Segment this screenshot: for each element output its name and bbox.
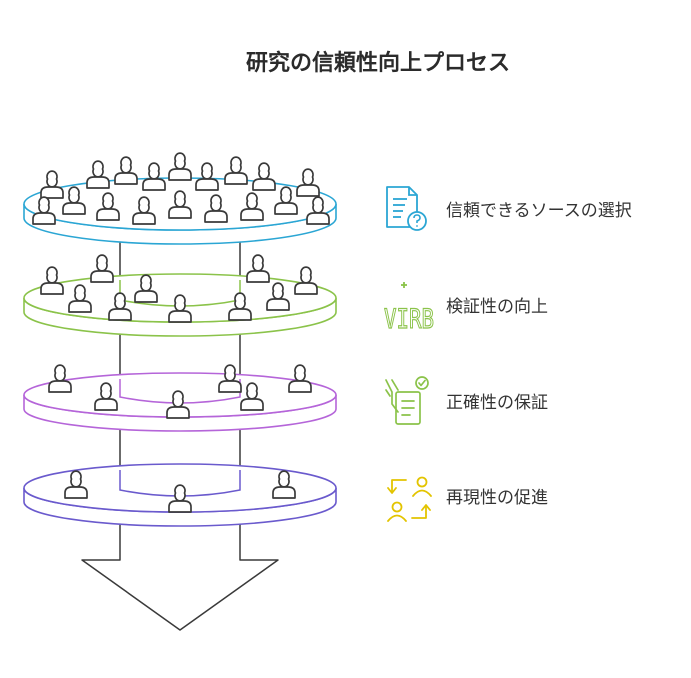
disk-level-2 xyxy=(23,254,337,337)
person-icon xyxy=(40,266,64,295)
document-question-icon xyxy=(386,186,427,231)
person-icon xyxy=(240,382,264,411)
person-icon xyxy=(96,192,120,221)
person-icon xyxy=(168,484,192,513)
person-icon xyxy=(108,292,132,321)
step-label-3: 正確性の保証 xyxy=(446,393,548,413)
disk-level-1 xyxy=(23,152,337,245)
step-label-4: 再現性の促進 xyxy=(446,488,548,508)
step-row-1: 信頼できるソースの選択 xyxy=(386,186,632,231)
disk-stack xyxy=(23,152,337,527)
person-icon xyxy=(252,162,276,191)
person-icon xyxy=(132,196,156,225)
person-icon xyxy=(142,162,166,191)
person-icon xyxy=(272,470,296,499)
person-icon xyxy=(40,170,64,199)
person-icon xyxy=(306,196,330,225)
person-icon xyxy=(64,470,88,499)
person-icon xyxy=(228,292,252,321)
person-icon xyxy=(166,390,190,419)
person-icon xyxy=(195,162,219,191)
person-icon xyxy=(288,364,312,393)
step-label-2: 検証性の向上 xyxy=(446,297,548,317)
person-icon xyxy=(168,294,192,323)
step-label-1: 信頼できるソースの選択 xyxy=(446,201,632,221)
person-icon xyxy=(114,156,138,185)
person-icon xyxy=(240,192,264,221)
step-row-2: VIRB 検証性の向上 xyxy=(383,282,548,336)
person-icon xyxy=(68,284,92,313)
checklist-hand-icon xyxy=(385,376,429,425)
person-icon xyxy=(266,282,290,311)
disk-level-3 xyxy=(23,364,337,432)
person-icon xyxy=(32,196,56,225)
person-icon xyxy=(246,254,270,283)
people-exchange-icon xyxy=(387,476,432,522)
diagram-title: 研究の信頼性向上プロセス xyxy=(246,50,510,76)
virb-letters-icon: VIRB xyxy=(383,282,435,336)
person-icon xyxy=(294,266,318,295)
disk-level-4 xyxy=(23,463,337,527)
person-icon xyxy=(224,156,248,185)
person-icon xyxy=(168,152,192,181)
person-icon xyxy=(168,190,192,219)
person-icon xyxy=(86,160,110,189)
svg-text:VIRB: VIRB xyxy=(384,304,434,335)
person-icon xyxy=(90,254,114,283)
person-icon xyxy=(274,186,298,215)
person-icon xyxy=(204,194,228,223)
person-icon xyxy=(48,364,72,393)
person-icon xyxy=(94,382,118,411)
person-icon xyxy=(218,364,242,393)
person-icon xyxy=(296,168,320,197)
person-icon xyxy=(134,274,158,303)
step-row-3: 正確性の保証 xyxy=(385,376,548,425)
person-icon xyxy=(62,186,86,215)
step-row-4: 再現性の促進 xyxy=(387,476,548,522)
